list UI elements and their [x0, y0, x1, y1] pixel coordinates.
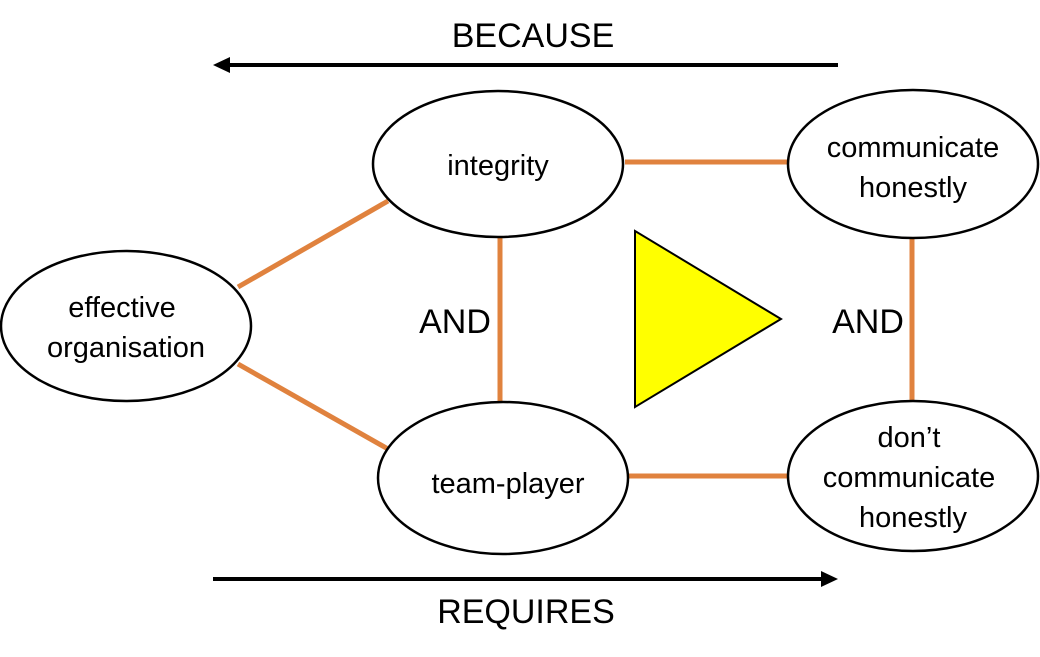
and-label-left: AND	[419, 303, 491, 341]
right-triangle-icon	[634, 229, 783, 409]
node-integrity: integrity	[371, 89, 625, 239]
link-organisation-integrity	[236, 198, 390, 290]
right-arrowhead-icon	[821, 571, 838, 587]
and-label-right: AND	[832, 303, 904, 341]
svg-text:communicate honestly: communicate honestly	[827, 132, 1008, 204]
node-line: integrity	[447, 150, 549, 182]
node-line: communicate	[827, 132, 999, 164]
because-arrow	[213, 57, 838, 73]
node-communicate-honestly: communicate honestly	[786, 88, 1040, 240]
node-line: communicate	[823, 462, 995, 494]
node-line: honestly	[859, 502, 968, 534]
connectors	[236, 159, 915, 479]
link-organisation-teamplayer	[236, 361, 390, 452]
svg-text:integrity: integrity	[447, 150, 549, 182]
node-line: effective	[68, 292, 175, 324]
requires-arrow	[213, 571, 838, 587]
node-line: organisation	[47, 332, 205, 364]
node-effective-organisation: effective organisation	[0, 249, 253, 403]
node-line: team-player	[431, 468, 584, 500]
node-line: don’t	[878, 422, 941, 454]
svg-text:effective organisation: effective organisation	[47, 292, 205, 364]
left-arrowhead-icon	[213, 57, 230, 73]
node-line: honestly	[859, 172, 968, 204]
node-dont-communicate-honestly: don’t communicate honestly	[786, 399, 1040, 553]
requires-label: REQUIRES	[437, 593, 615, 631]
svg-text:team-player: team-player	[431, 468, 584, 500]
node-team-player: team-player	[376, 400, 630, 556]
svg-text:don’t communicate: don’t communicate honestly	[823, 422, 1004, 534]
because-label: BECAUSE	[452, 17, 615, 55]
